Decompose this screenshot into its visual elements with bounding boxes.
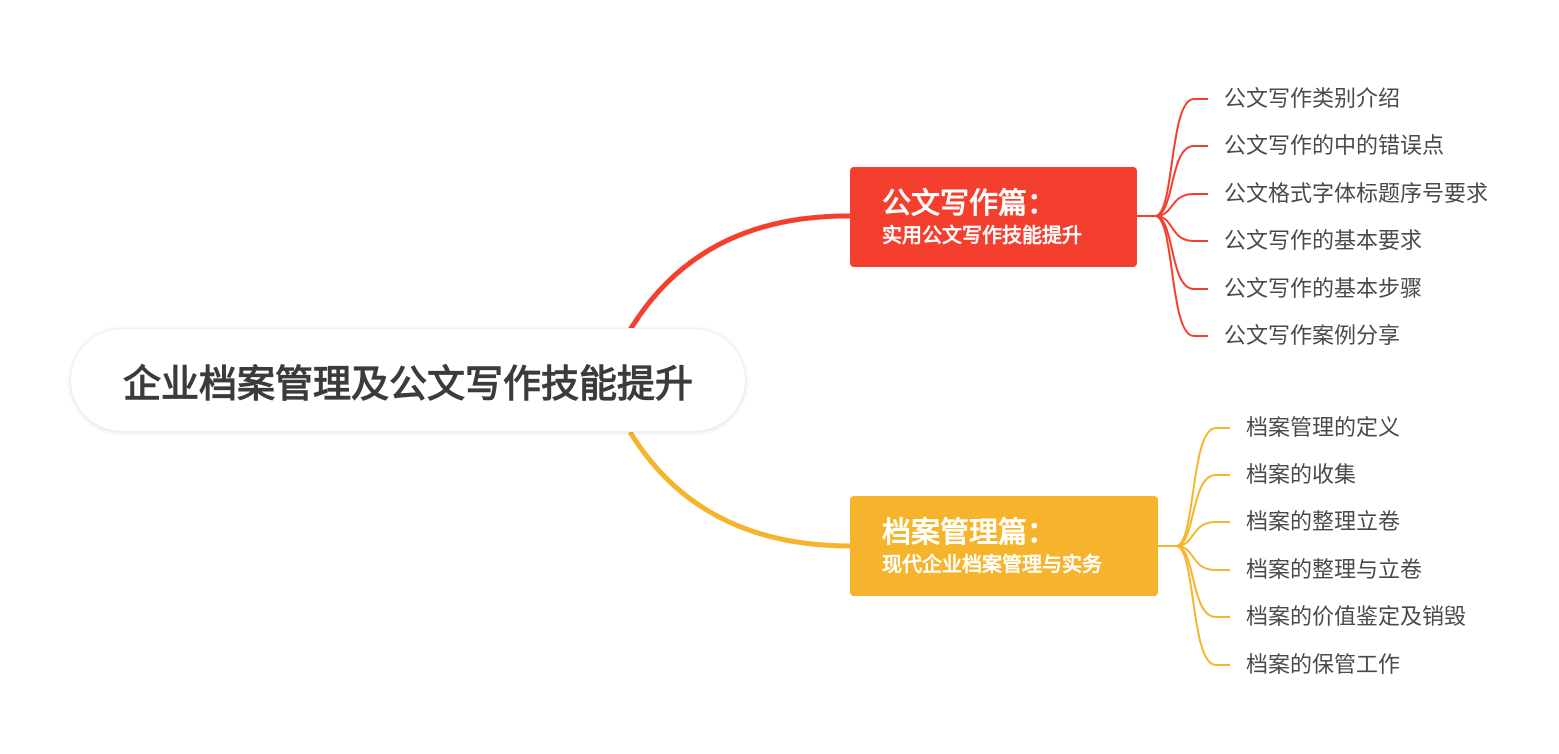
leaf-connector-line (1175, 545, 1230, 666)
branch-writing[interactable]: 公文写作篇： 实用公文写作技能提升 (850, 167, 1137, 267)
leaf-connector-line (1154, 145, 1208, 217)
writing-leaf-item[interactable]: 公文写作的基本步骤 (1224, 277, 1423, 302)
leaf-connector-line (1175, 474, 1230, 547)
branch-writing-subtitle: 实用公文写作技能提升 (882, 223, 1082, 247)
branch-archive-subtitle: 现代企业档案管理与实务 (882, 552, 1102, 576)
leaf-connector-line (1154, 215, 1208, 242)
archive-leaf-item[interactable]: 档案的整理与立卷 (1246, 558, 1423, 583)
writing-leaf-item[interactable]: 公文写作的中的错误点 (1224, 134, 1445, 159)
leaf-connector-line (1154, 193, 1208, 217)
branch-writing-title: 公文写作篇： (882, 186, 1057, 220)
leaf-connector-line (1154, 215, 1208, 337)
writing-leaf-item[interactable]: 公文格式字体标题序号要求 (1224, 182, 1489, 207)
leaf-connector-line (1175, 521, 1230, 547)
writing-leaf-item[interactable]: 公文写作案例分享 (1224, 324, 1401, 349)
central-topic[interactable]: 企业档案管理及公文写作技能提升 (70, 328, 746, 432)
archive-leaf-item[interactable]: 档案的价值鉴定及销毁 (1246, 605, 1467, 630)
archive-leaf-item[interactable]: 档案管理的定义 (1246, 416, 1401, 441)
archive-leaf-item[interactable]: 档案的整理立卷 (1246, 510, 1401, 535)
leaf-connector-line (1154, 98, 1208, 217)
root-to-writing-connector (627, 213, 851, 332)
archive-leaf-item[interactable]: 档案的保管工作 (1246, 653, 1401, 678)
leaf-connector-line (1175, 427, 1230, 547)
central-topic-title: 企业档案管理及公文写作技能提升 (122, 361, 693, 406)
root-to-archive-connector (627, 430, 851, 549)
branch-archive[interactable]: 档案管理篇： 现代企业档案管理与实务 (850, 496, 1158, 596)
archive-leaf-item[interactable]: 档案的收集 (1246, 463, 1357, 488)
leaf-connector-line (1175, 545, 1230, 571)
branch-archive-title: 档案管理篇： (882, 515, 1057, 549)
writing-leaf-item[interactable]: 公文写作类别介绍 (1224, 87, 1401, 112)
writing-leaf-item[interactable]: 公文写作的基本要求 (1224, 229, 1423, 254)
